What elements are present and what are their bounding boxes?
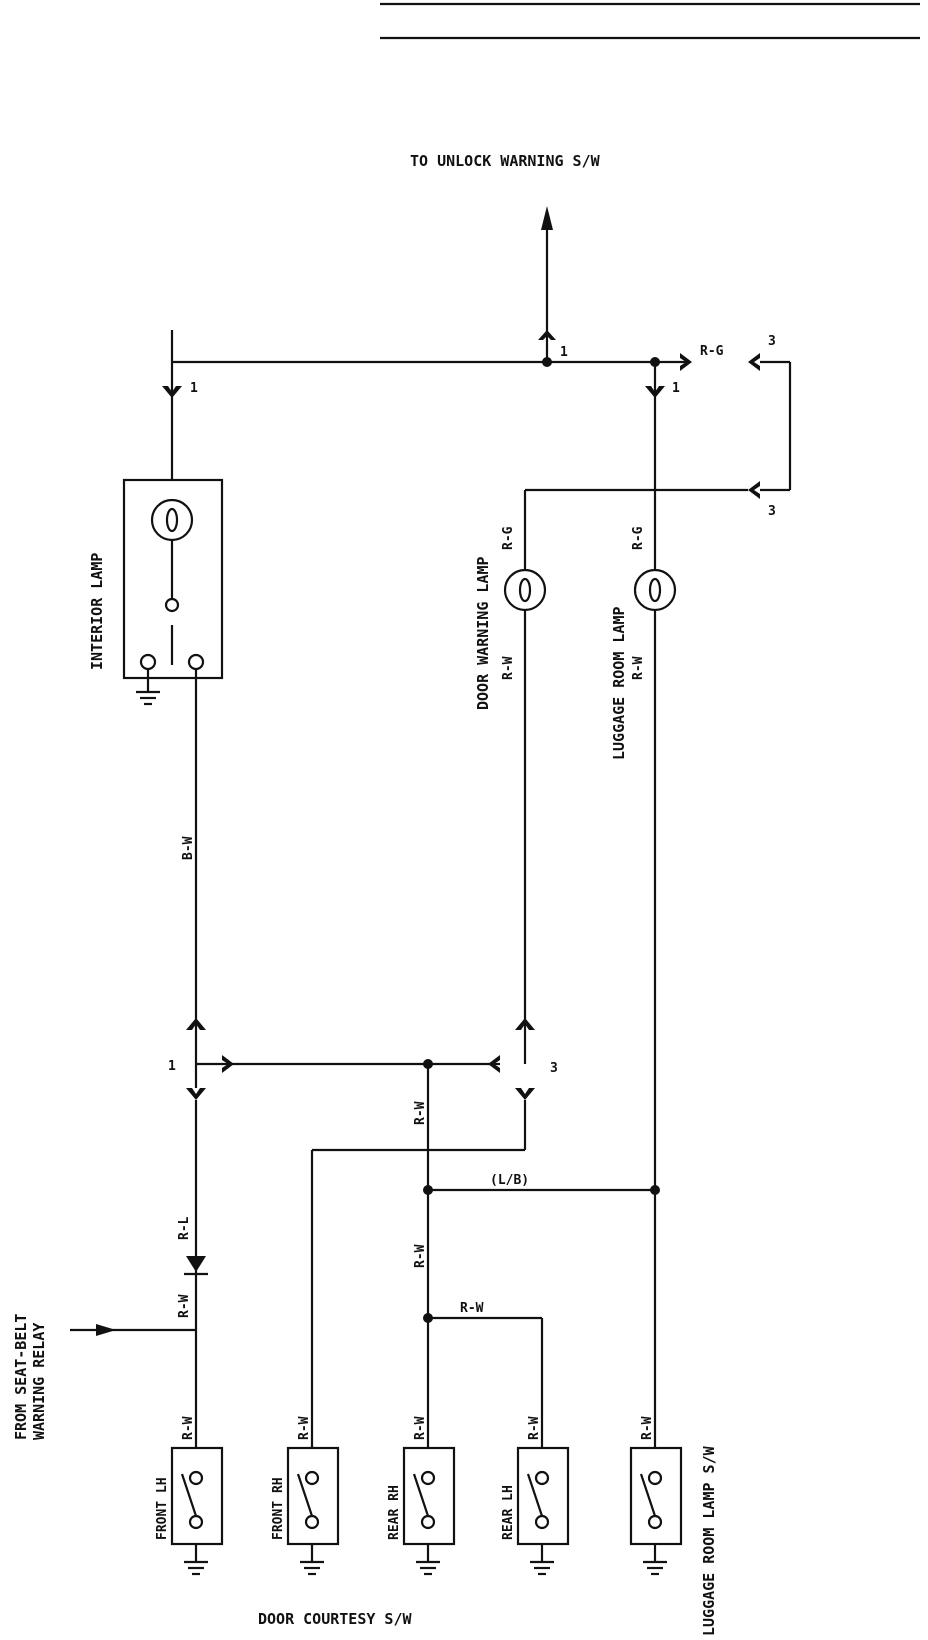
arrow-right-icon <box>96 1324 116 1336</box>
switch-label: REAR RH <box>387 1485 402 1540</box>
luggage-room-lamp-label: LUGGAGE ROOM LAMP <box>610 606 628 760</box>
connector-icon <box>488 1055 500 1073</box>
switch-terminal-icon <box>647 1470 663 1486</box>
switch-terminal-icon <box>304 1514 320 1530</box>
connector-icon <box>645 386 665 398</box>
wire-color-label: R-W <box>413 1244 428 1268</box>
from-seatbelt-label-1: FROM SEAT-BELT <box>12 1314 30 1440</box>
bulb-filament-icon <box>165 507 179 533</box>
connector-icon <box>748 481 760 499</box>
switch-terminal-icon <box>188 1470 204 1486</box>
switch-blade-icon <box>296 1473 314 1517</box>
switch-box <box>286 1446 340 1546</box>
pin-label: 1 <box>672 381 680 396</box>
wire-color-label: R-W <box>527 1416 542 1440</box>
bulb-filament-icon <box>518 577 532 603</box>
switch-box <box>516 1446 570 1546</box>
connector-icon <box>515 1018 535 1030</box>
switch-terminal-icon <box>647 1514 663 1530</box>
door-warning-bulb-icon <box>503 568 547 612</box>
switch-terminal-icon <box>304 1470 320 1486</box>
connector-icon <box>680 353 692 371</box>
wire-color-label: R-G <box>631 526 646 550</box>
pin-label: 3 <box>768 504 776 519</box>
wire-color-label: R-G <box>501 526 516 550</box>
switch-blade-icon <box>639 1473 657 1517</box>
switch-blade-icon <box>180 1473 198 1517</box>
connector-icon <box>186 1088 206 1100</box>
wire-color-label: R-W <box>413 1416 428 1440</box>
switch-terminal-icon <box>420 1470 436 1486</box>
switch-front-lh: FRONT LH R-W <box>155 1416 224 1576</box>
wire-color-label: R-W <box>413 1101 428 1125</box>
switch-label: FRONT RH <box>271 1477 286 1540</box>
connector-icon <box>515 1088 535 1100</box>
pin-label: 3 <box>550 1061 558 1076</box>
switch-label: REAR LH <box>501 1485 516 1540</box>
door-courtesy-label: DOOR COURTESY S/W <box>258 1610 412 1628</box>
switch-terminal-icon <box>534 1514 550 1530</box>
switch-blade-icon <box>526 1473 544 1517</box>
luggage-lamp-bulb-icon <box>633 568 677 612</box>
junction-dot <box>542 357 552 367</box>
switch-label: FRONT LH <box>155 1477 170 1540</box>
to-unlock-label: TO UNLOCK WARNING S/W <box>410 152 601 170</box>
from-seatbelt-label-2: WARNING RELAY <box>30 1323 48 1440</box>
wire-color-label: (L/B) <box>490 1173 529 1188</box>
switch-box <box>170 1446 224 1546</box>
connector-icon <box>186 1018 206 1030</box>
pin-label: 3 <box>768 334 776 349</box>
bulb-icon <box>150 498 194 542</box>
connector-icon <box>748 353 760 371</box>
terminal-icon <box>139 653 157 671</box>
switch-front-rh: FRONT RH R-W <box>271 1416 340 1576</box>
switch-terminal-icon <box>534 1470 550 1486</box>
switch-terminal-icon <box>188 1514 204 1530</box>
switch-luggage-room: R-W <box>629 1416 683 1576</box>
wire-color-label: R-W <box>177 1294 192 1318</box>
terminal-icon <box>187 653 205 671</box>
luggage-room-lamp-sw-label: LUGGAGE ROOM LAMP S/W <box>700 1445 718 1636</box>
wire-color-label: R-W <box>501 656 516 680</box>
interior-lamp-box <box>122 478 224 680</box>
switch-box <box>629 1446 683 1546</box>
pin-label: 1 <box>168 1059 176 1074</box>
wire-color-label: R-G <box>700 344 724 359</box>
switch-terminal-icon <box>420 1514 436 1530</box>
bulb-filament-icon <box>648 577 662 603</box>
wire-color-label: R-W <box>640 1416 655 1440</box>
switch-blade-icon <box>412 1473 430 1517</box>
interior-lamp-label: INTERIOR LAMP <box>88 553 106 670</box>
switch-rear-lh: REAR LH R-W <box>501 1416 570 1576</box>
pin-label: 1 <box>190 381 198 396</box>
wire-color-label: R-W <box>631 656 646 680</box>
wire-color-label: R-W <box>181 1416 196 1440</box>
diode-icon <box>186 1256 206 1272</box>
switch-box <box>402 1446 456 1546</box>
door-warning-lamp-label: DOOR WARNING LAMP <box>474 556 492 710</box>
wire-color-label: B-W <box>181 836 196 860</box>
wire-color-label: R-L <box>177 1216 192 1240</box>
connector-icon <box>538 330 556 340</box>
wire-color-label: R-W <box>460 1301 484 1316</box>
arrow-up-icon <box>541 206 553 230</box>
switch-rear-rh: REAR RH R-W <box>387 1416 456 1576</box>
wire-color-label: R-W <box>297 1416 312 1440</box>
pin-label: 1 <box>560 345 568 360</box>
switch-terminal-icon <box>164 597 180 613</box>
